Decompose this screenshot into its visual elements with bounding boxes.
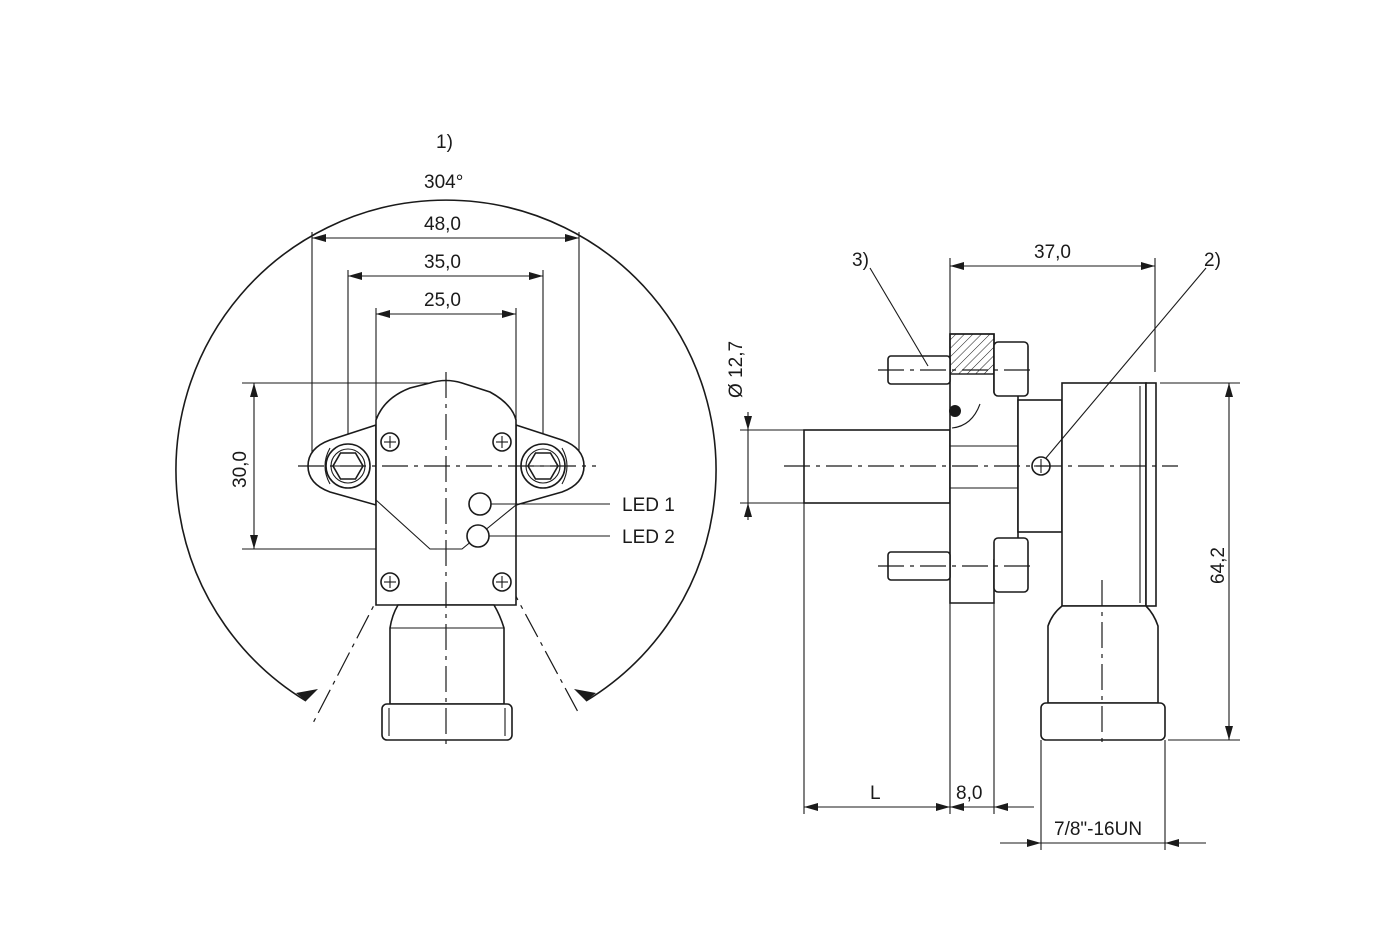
screw-icon xyxy=(380,572,400,592)
sensor-head xyxy=(375,379,517,606)
side-view xyxy=(740,258,1240,850)
head-cover xyxy=(1145,382,1157,607)
bolt-head xyxy=(993,341,1029,397)
led1-label: LED 1 xyxy=(622,495,675,516)
side-connector-nut xyxy=(1040,702,1166,741)
o-ring xyxy=(949,405,961,417)
dim-label-25: 25,0 xyxy=(424,290,461,311)
dim-label-L: L xyxy=(870,783,881,804)
angle-label: 304° xyxy=(424,172,463,193)
screw-icon xyxy=(492,432,512,452)
dim-label-thread: 7/8"-16UN xyxy=(1054,819,1142,840)
note-3: 3) xyxy=(852,250,869,271)
rotation-arc xyxy=(175,199,717,702)
section-hatch xyxy=(949,333,995,375)
connector-nut xyxy=(381,703,513,741)
note-1: 1) xyxy=(436,132,453,153)
dim-label-30: 30,0 xyxy=(230,451,251,488)
dim-label-8: 8,0 xyxy=(956,783,982,804)
dim-label-64: 64,2 xyxy=(1208,547,1229,584)
screw-icon xyxy=(492,572,512,592)
dim-label-48: 48,0 xyxy=(424,214,461,235)
front-view xyxy=(175,199,717,744)
arc-arrow-right xyxy=(574,689,596,701)
note-2: 2) xyxy=(1204,250,1221,271)
leader-note3 xyxy=(869,267,929,367)
dim-label-35: 35,0 xyxy=(424,252,461,273)
screw-icon xyxy=(380,432,400,452)
arc-arrow-left xyxy=(296,689,318,701)
connector-body xyxy=(389,604,505,705)
led2-indicator xyxy=(466,524,490,548)
dim-label-37: 37,0 xyxy=(1034,242,1071,263)
bolt-head xyxy=(993,537,1029,593)
led2-label: LED 2 xyxy=(622,527,675,548)
leader-note2 xyxy=(1045,267,1207,459)
led1-indicator xyxy=(468,492,492,516)
dim-label-diameter: Ø 12,7 xyxy=(726,341,747,398)
side-connector xyxy=(1047,605,1159,704)
head-housing xyxy=(1061,382,1147,607)
